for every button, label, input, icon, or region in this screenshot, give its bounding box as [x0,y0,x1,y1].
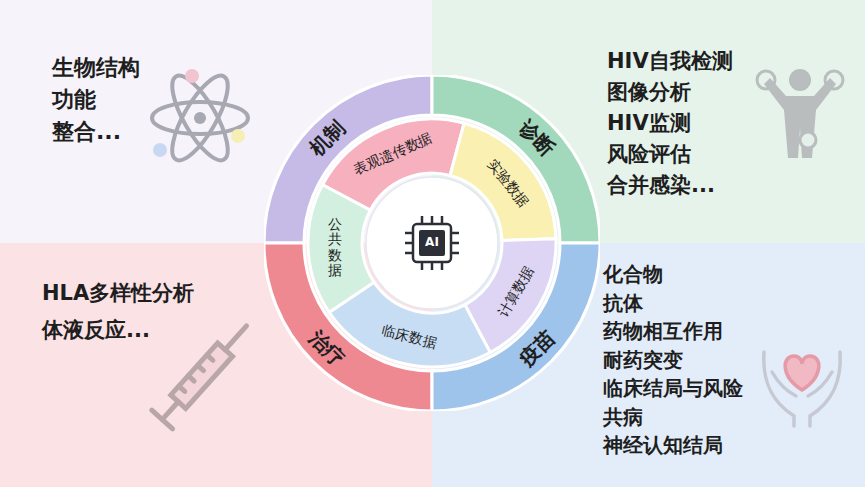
list-item: 图像分析 [607,80,691,104]
hands-heart-icon [764,352,841,426]
segment-label: 公共数据 [328,217,342,279]
list-item: HIV自我检测 [607,49,733,73]
list-item: 抗体 [603,292,643,315]
list-item: 风险评估 [607,142,691,166]
list-item: 神经认知结局 [603,434,723,457]
list-item: 功能 [52,87,96,112]
list-item: 体液反应... [42,318,150,342]
segment-fill [308,185,374,313]
atom-icon [152,68,248,167]
list-item: HLA多样性分析 [42,281,194,305]
core-circle [366,177,498,309]
chip-icon [405,216,459,270]
list-item: 药物相互作用 [603,320,723,343]
ai-core: AI [264,75,600,411]
list-item: 整合... [52,119,121,144]
core-label: AI [425,236,439,249]
person-icon [757,69,843,158]
syringe-icon [152,317,257,429]
list-item: 耐药突变 [603,349,683,372]
list-item: 生物结构 [52,55,140,80]
list-item: HIV监测 [607,111,691,135]
list-item: 合并感染... [607,173,715,197]
list-item: 共病 [603,406,643,429]
list-item: 临床结局与风险 [603,377,743,400]
list-item: 化合物 [603,263,663,286]
